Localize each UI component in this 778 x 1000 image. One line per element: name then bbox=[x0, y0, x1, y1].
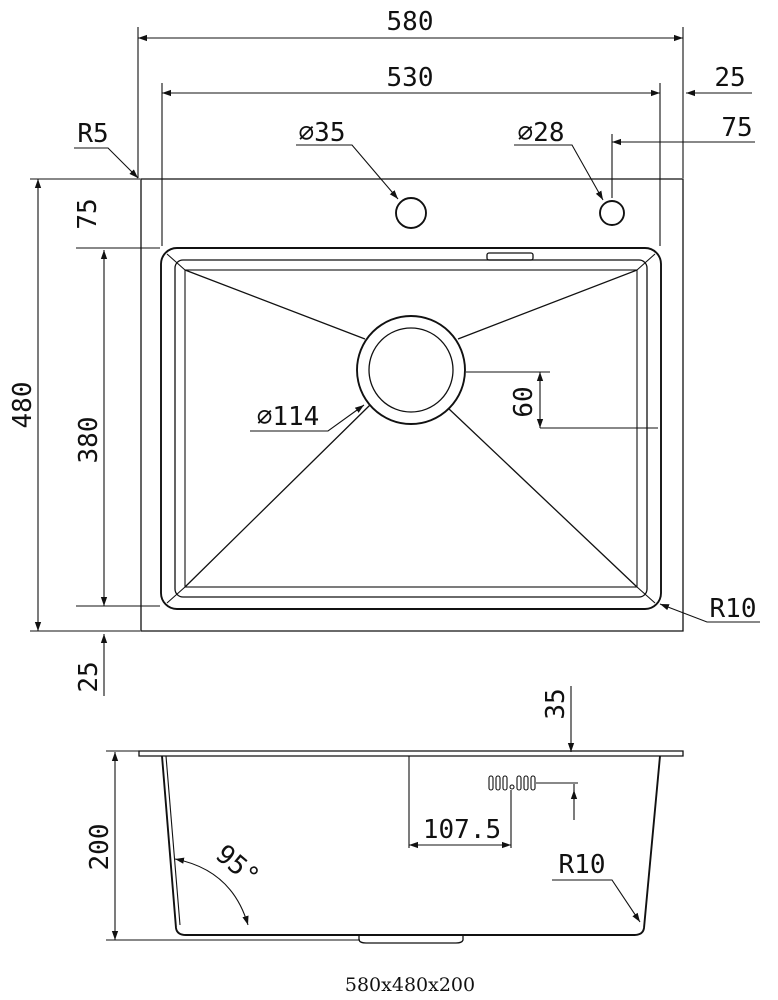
leader-r5 bbox=[74, 147, 139, 179]
dim-right-rim: 25 bbox=[714, 63, 745, 93]
top-view: 580 530 25 75 ⌀35 ⌀28 R5 480 75 380 bbox=[8, 7, 760, 696]
dim-back-rim: 75 bbox=[73, 198, 103, 229]
label-drain-diameter: ⌀114 bbox=[257, 402, 320, 432]
leader-tap-hole-28 bbox=[514, 144, 604, 201]
drain-stub bbox=[358, 935, 464, 944]
leader-r10-bowl bbox=[659, 603, 760, 623]
leader-tap-hole-35 bbox=[296, 144, 399, 200]
dim-bowl-depth: 380 bbox=[74, 417, 104, 464]
label-corner-radius: R5 bbox=[77, 119, 108, 149]
drain-inner-ring bbox=[368, 327, 454, 413]
leader-r10-side bbox=[552, 879, 641, 923]
dim-drain-position: 107.5 bbox=[423, 815, 501, 845]
overflow-holes bbox=[488, 775, 578, 820]
overflow-slot bbox=[486, 252, 534, 261]
dim-front-rim: 25 bbox=[74, 661, 104, 692]
angle-arc bbox=[174, 857, 249, 926]
dim-tap-offset: 75 bbox=[721, 113, 752, 143]
floor-slope-lines bbox=[184, 269, 638, 588]
bowl-outline bbox=[160, 247, 662, 610]
dim-drain-offset: 60 bbox=[509, 386, 539, 417]
dim-flange-thickness: 35 bbox=[541, 688, 571, 719]
bowl-corner-bevels bbox=[166, 253, 656, 604]
tap-hole-28 bbox=[599, 200, 625, 226]
drawing-caption: 580x480x200 bbox=[345, 974, 475, 996]
drain-outer-ring bbox=[356, 315, 466, 425]
label-bottom-radius: R10 bbox=[559, 850, 606, 880]
dim-overall-width: 580 bbox=[387, 7, 434, 37]
side-view: 35 200 95° 107.5 R10 bbox=[85, 686, 684, 944]
bowl-profile bbox=[161, 755, 661, 936]
label-tap-hole-28: ⌀28 bbox=[518, 118, 565, 148]
sink-outer-outline bbox=[140, 178, 684, 632]
leader-drain bbox=[250, 404, 365, 432]
label-tap-hole-35: ⌀35 bbox=[299, 118, 346, 148]
dim-wall-angle: 95° bbox=[210, 839, 265, 892]
flange bbox=[138, 750, 684, 757]
tap-hole-35 bbox=[395, 197, 427, 229]
dim-height: 200 bbox=[85, 824, 115, 871]
dim-bowl-width: 530 bbox=[387, 63, 434, 93]
label-bowl-corner-radius: R10 bbox=[710, 594, 757, 624]
dim-overall-depth: 480 bbox=[8, 382, 38, 429]
